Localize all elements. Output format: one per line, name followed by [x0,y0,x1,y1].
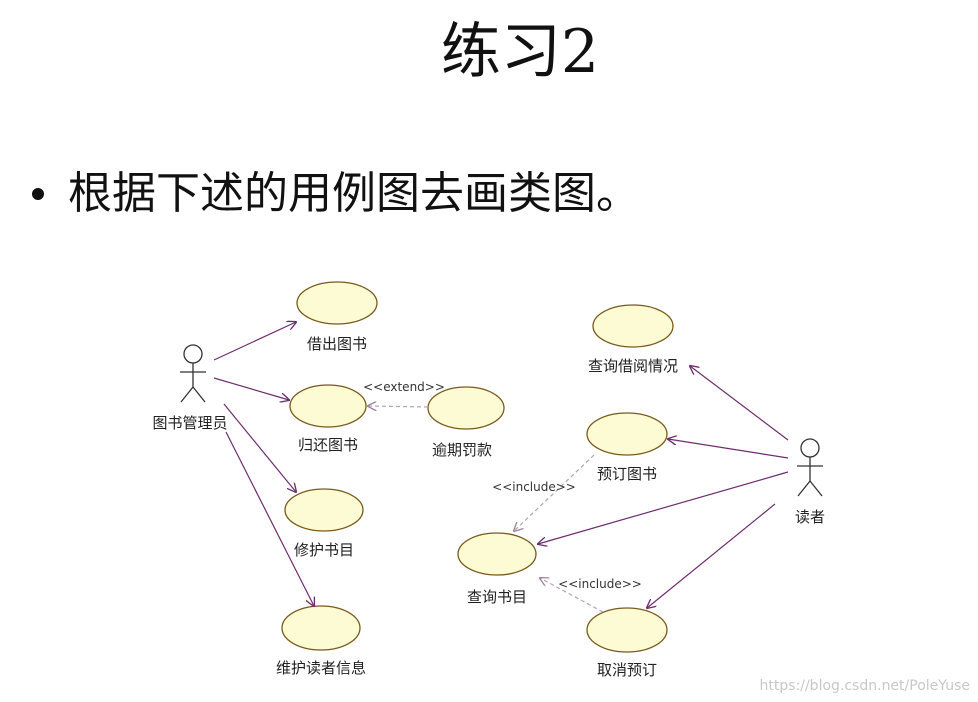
association-reader-query-borrow [690,366,789,441]
use-case-label: 取消预订 [597,661,657,679]
actor-label: 读者 [795,508,825,526]
include-label: <<include>> [558,577,642,591]
use-case-label: 归还图书 [298,436,358,454]
extend-fine-return [368,406,429,407]
use-case-label: 修护书目 [294,541,354,559]
include-reserve-query-catalog [514,454,595,531]
use-case-label: 查询书目 [467,588,527,606]
association-reader-reserve [668,439,789,459]
association-reader-query-catalog [538,471,789,544]
slide-title: 练习2 [440,17,600,87]
actor-librarian: 图书管理员 [152,344,228,432]
bullet-dot-icon [32,188,44,200]
association-librarian-borrow [213,322,296,361]
use-case-maintain: 维护读者信息 [276,605,366,677]
include-label: <<include>> [492,480,576,494]
use-case-borrow: 借出图书 [296,281,378,353]
bullet-text: 根据下述的用例图去画类图。 [68,168,640,219]
use-case-query-borrow: 查询借阅情况 [588,304,678,375]
association-librarian-maintain [225,431,314,606]
use-case-fine: 逾期罚款 [427,386,505,459]
stick-figure-icon [180,344,206,403]
association-reader-cancel [647,503,776,608]
extend-label: <<extend>> [363,380,445,394]
actor-reader: 读者 [795,438,825,526]
bullet-item: 根据下述的用例图去画类图。 [18,162,640,226]
use-case-label: 借出图书 [307,335,367,353]
association-librarian-return [213,377,289,400]
use-case-label: 维护读者信息 [276,659,366,677]
use-case-cancel: 取消预订 [586,607,668,679]
watermark: https://blog.csdn.net/PoleYuse [759,678,971,694]
use-case-return: 归还图书 [289,384,367,454]
use-case-label: 查询借阅情况 [588,357,678,375]
use-case-label: 逾期罚款 [432,441,492,459]
use-case-query-catalog: 查询书目 [457,532,537,606]
use-case-reserve: 预订图书 [586,412,668,483]
include-cancel-query-catalog [540,578,604,613]
use-case-repair: 修护书目 [284,488,364,559]
use-case-label: 预订图书 [597,465,657,483]
stick-figure-icon [797,438,823,497]
actor-label: 图书管理员 [152,414,227,432]
association-librarian-repair [223,403,296,492]
